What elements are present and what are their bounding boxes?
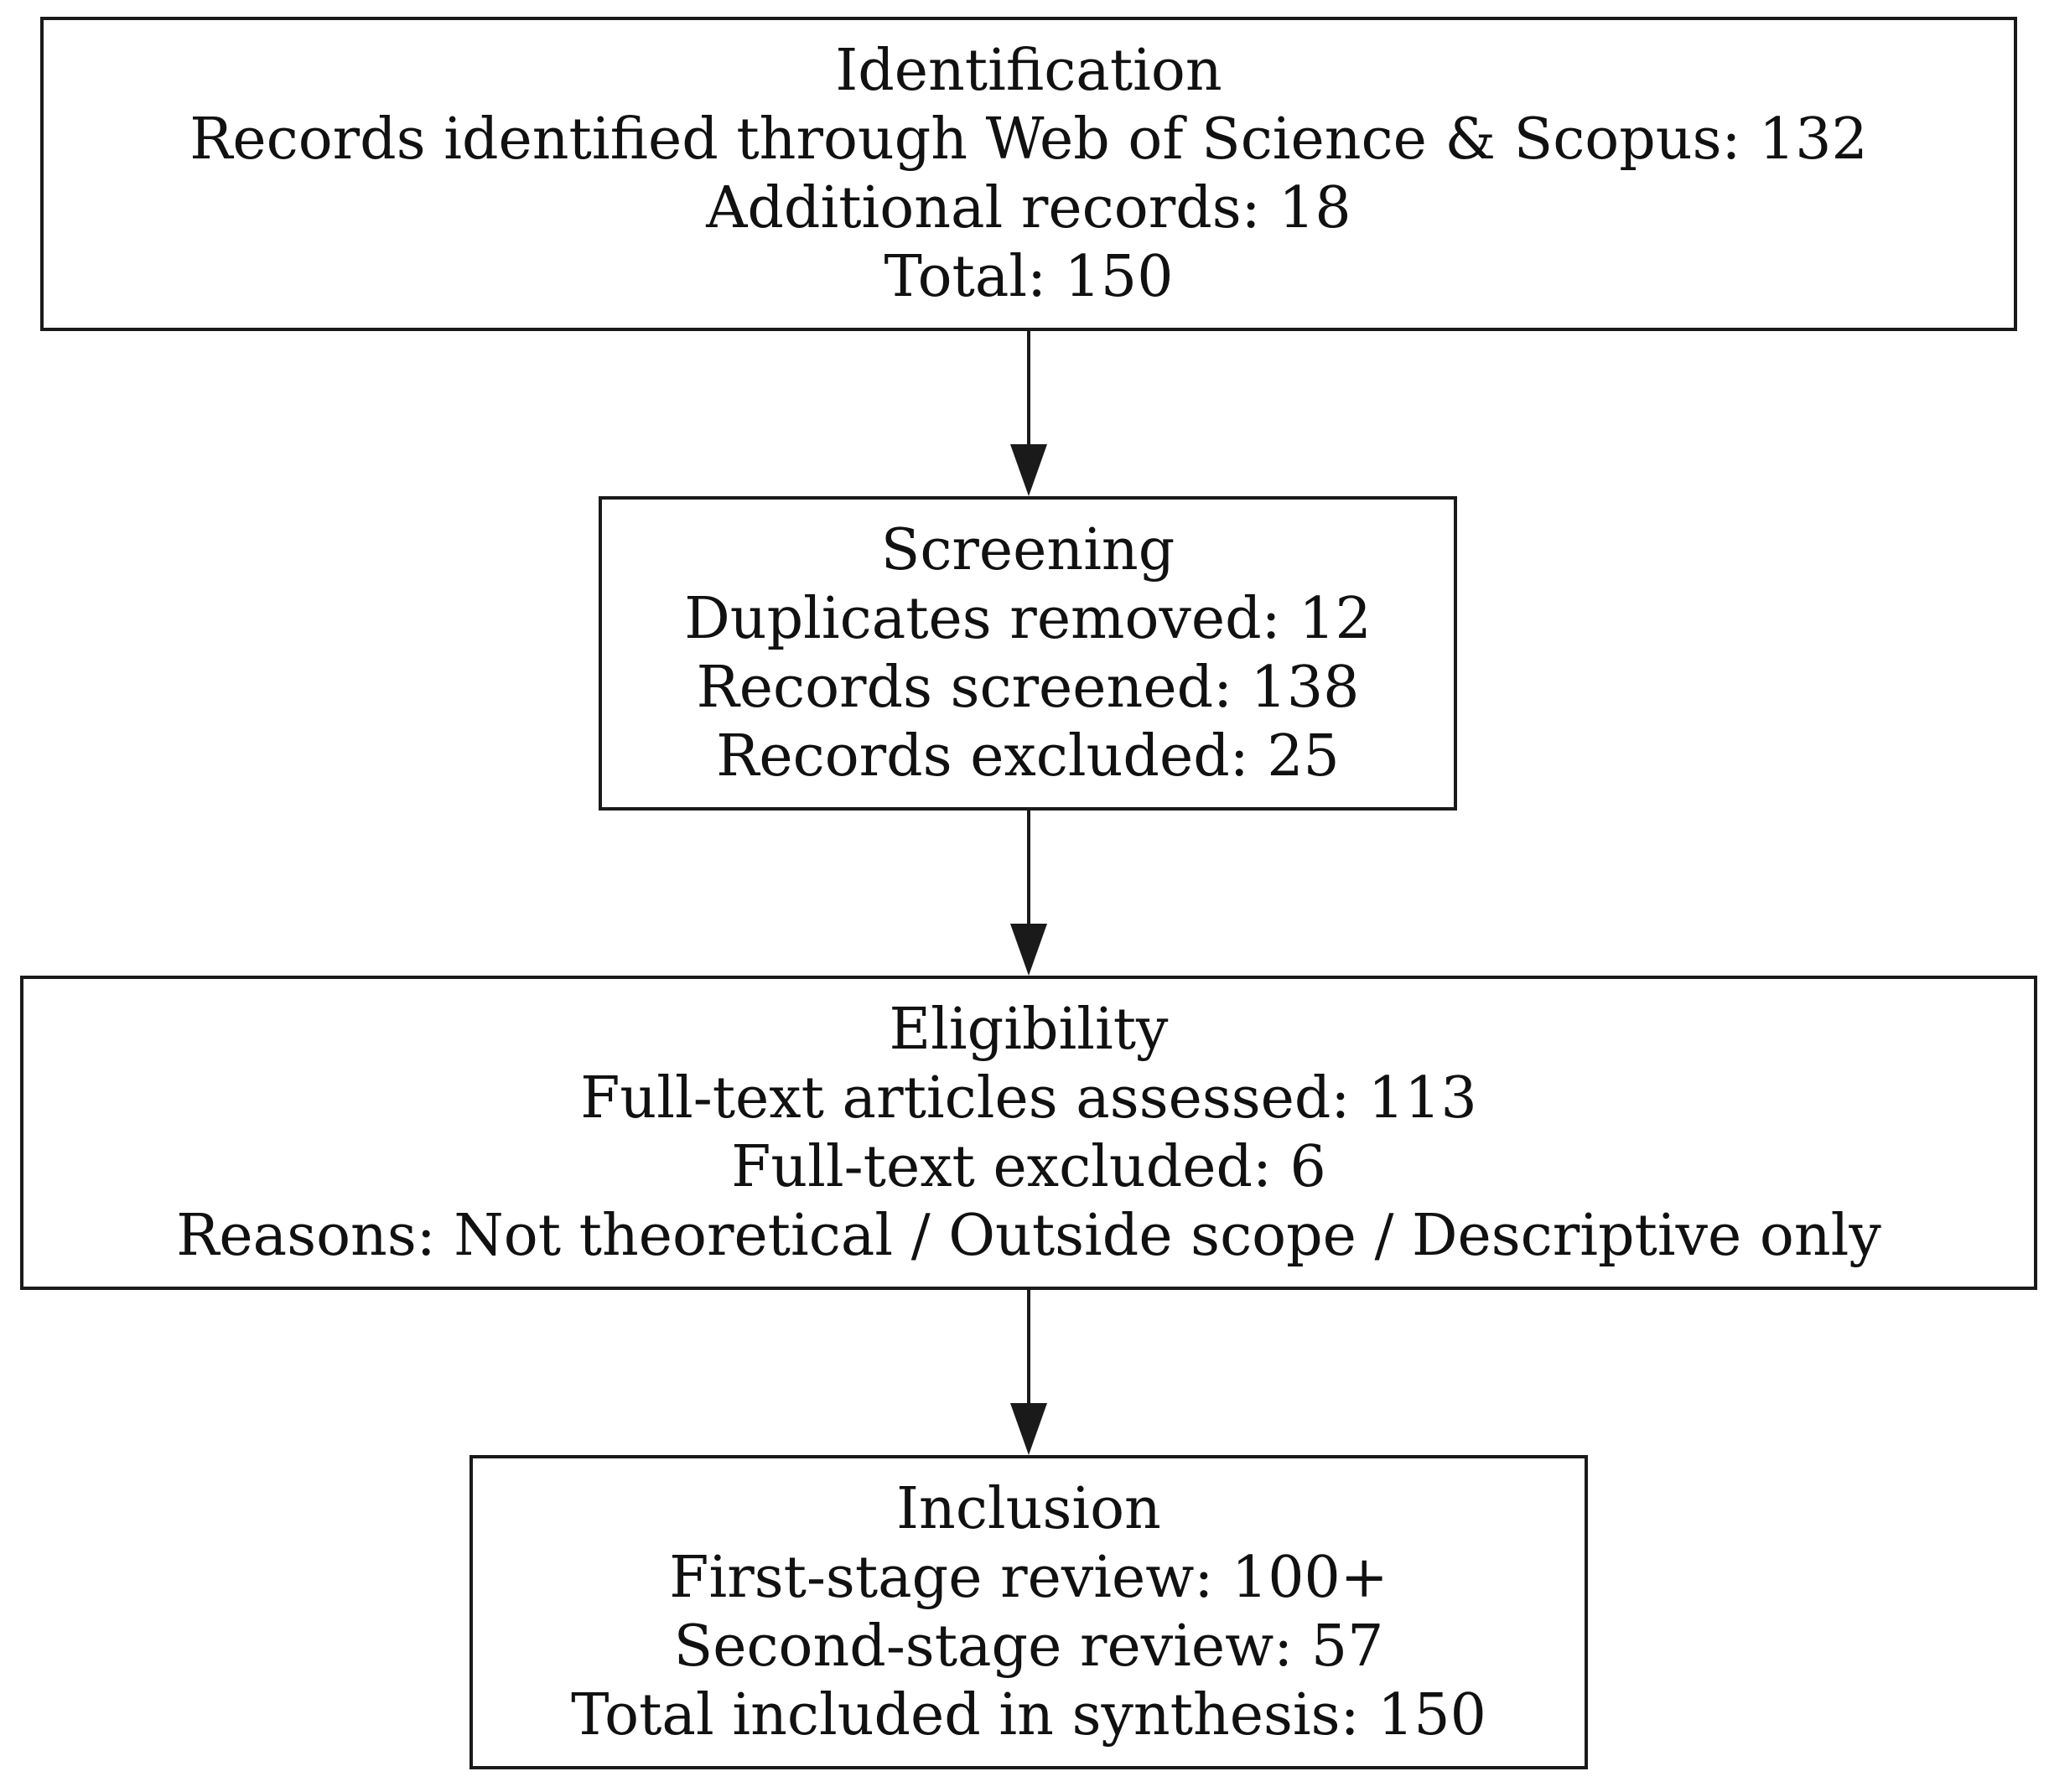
total-included-text: Total included in synthesis: 150: [571, 1681, 1486, 1748]
records-identified-text: Records identified through Web of Scienc…: [189, 106, 1868, 173]
arrow-eligibility-to-inclusion: [1010, 1290, 1047, 1455]
inclusion-box: Inclusion First-stage review: 100+ Secon…: [469, 1455, 1588, 1769]
full-text-excluded-text: Full-text excluded: 6: [731, 1133, 1326, 1200]
records-excluded-text: Records excluded: 25: [716, 722, 1340, 790]
arrow-screening-to-eligibility: [1010, 811, 1047, 976]
additional-records-text: Additional records: 18: [706, 174, 1351, 241]
inclusion-heading: Inclusion: [896, 1475, 1161, 1542]
exclusion-reasons-text: Reasons: Not theoretical / Outside scope…: [176, 1202, 1881, 1269]
identification-heading: Identification: [835, 37, 1222, 104]
full-text-assessed-text: Full-text articles assessed: 113: [580, 1064, 1477, 1132]
identification-box: Identification Records identified throug…: [40, 17, 2017, 331]
arrow-identification-to-screening: [1010, 331, 1047, 496]
duplicates-removed-text: Duplicates removed: 12: [684, 585, 1372, 652]
screening-heading: Screening: [880, 516, 1175, 583]
identification-total-text: Total: 150: [884, 243, 1174, 310]
first-stage-review-text: First-stage review: 100+: [669, 1544, 1388, 1611]
records-screened-text: Records screened: 138: [696, 654, 1360, 721]
screening-box: Screening Duplicates removed: 12 Records…: [599, 496, 1457, 811]
eligibility-box: Eligibility Full-text articles assessed:…: [20, 976, 2037, 1290]
eligibility-heading: Eligibility: [889, 996, 1169, 1063]
second-stage-review-text: Second-stage review: 57: [673, 1613, 1384, 1680]
